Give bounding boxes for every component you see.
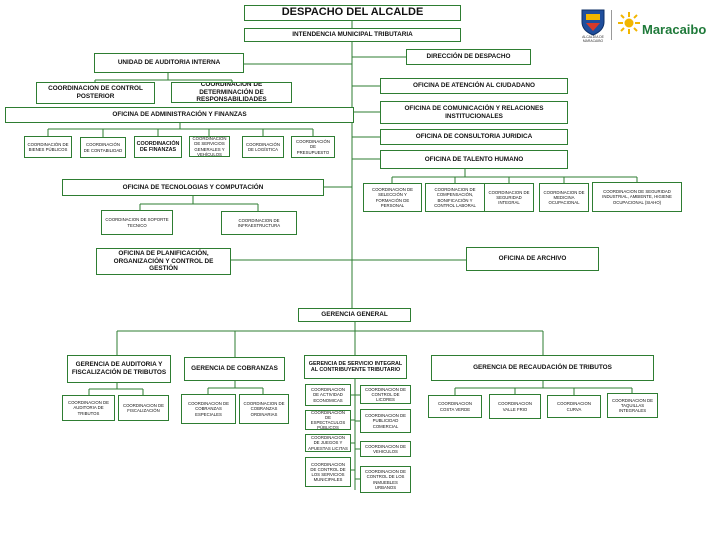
coord-cobranzas-ordinarias: COORDINACION DE COBRANZAS ORDINARIAS <box>239 394 289 424</box>
coord-bienes-publicos: COORDINACIÓN DE BIENES PÚBLICOS <box>24 136 72 158</box>
gerencia-servicio-integral: GERENCIA DE SERVICIO INTEGRAL AL CONTRIB… <box>304 355 407 379</box>
coord-costa-verde: COORDINACION COSTA VERDE <box>428 395 482 418</box>
coord-seleccion-formacion: COORDINACION DE SELECCIÓN Y FORMACIÓN DE… <box>363 183 422 212</box>
oficina-talento-humano: OFICINA DE TALENTO HUMANO <box>380 150 568 169</box>
coord-control-licores: COORDINACION DE CONTROL DE LICORES <box>360 385 411 404</box>
coord-taquillas-integrales: COORDINACION DE TAQUILLAS INTEGRALES <box>607 393 658 418</box>
alcaldia-shield-logo <box>581 9 605 36</box>
alcaldia-caption: ALCALDÍA DE MARACAIBO <box>582 35 604 43</box>
coord-presupuesto: COORDINACIÓN DE PRESUPUESTO <box>291 136 335 158</box>
oficina-atencion-ciudadano: OFICINA DE ATENCIÓN AL CIUDADANO <box>380 78 568 94</box>
oficina-administracion-finanzas: OFICINA DE ADMINISTRACIÓN Y FINANZAS <box>5 107 354 123</box>
intendencia-municipal: INTENDENCIA MUNICIPAL TRIBUTARIA <box>244 28 461 42</box>
logo-divider <box>611 10 612 40</box>
coord-siaho: COORDINACION DE SEGURIDAD INDUSTRIAL, AM… <box>592 182 682 212</box>
despacho-alcalde: DESPACHO DEL ALCALDE <box>244 5 461 21</box>
gerencia-auditoria-fiscalizacion: GERENCIA DE AUDITORIA Y FISCALIZACIÓN DE… <box>67 355 171 383</box>
coord-servicios-municipales: COORDINACION DE CONTROL DE LOS SERVICIOS… <box>305 457 351 487</box>
coord-inmuebles-urbanos: COORDINACION DE CONTROL DE LOS INMUEBLES… <box>360 466 411 493</box>
coord-actividad-economicas: COORDINACION DE ACTIVIDAD ECONOMICAS <box>305 384 351 406</box>
coord-espectaculos-publicos: COORDINACION DE ESPECTACULOS PÚBLICOS <box>305 410 351 430</box>
coord-servicios-generales: COORDINACIÓN DE SERVICIOS GENERALES Y VE… <box>189 136 230 157</box>
oficina-comunicacion: OFICINA DE COMUNICACIÓN Y RELACIONES INS… <box>380 101 568 124</box>
coord-control-posterior: COORDINACION DE CONTROL POSTERIOR <box>36 82 155 104</box>
gerencia-general: GERENCIA GENERAL <box>298 308 411 322</box>
coord-compensacion: COORDINACION DE COMPENSACIÓN, BONIFICACI… <box>425 183 485 212</box>
coord-finanzas: COORDINACIÓN DE FINANZAS <box>134 136 182 158</box>
oficina-tecnologias: OFICINA DE TECNOLOGIAS Y COMPUTACIÓN <box>62 179 324 196</box>
coord-auditoria-tributos: COORDINACION DE AUDITORIA DE TRIBUTOS <box>62 395 115 421</box>
direccion-despacho: DIRECCIÓN DE DESPACHO <box>406 49 531 65</box>
coord-valle-frio: COORDINACION VALLE FRIO <box>489 394 541 419</box>
sun-icon <box>618 12 640 34</box>
coord-determinacion-responsabilidades: COORDINACION DE DETERMINACIÓN DE RESPONS… <box>171 82 292 103</box>
coord-cobranzas-especiales: COORDINACION DE COBRANZAS ESPECIALES <box>181 394 236 424</box>
oficina-consultoria-juridica: OFICINA DE CONSULTORIA JURIDICA <box>380 129 568 145</box>
gerencia-cobranzas: GERENCIA DE COBRANZAS <box>184 357 285 381</box>
coord-soporte-tecnico: COORDINACION DE SOPORTE TECNICO <box>101 210 173 235</box>
coord-publicidad-comercial: COORDINACION DE PUBLICIDAD COMERCIAL <box>360 409 411 433</box>
oficina-archivo: OFICINA DE ARCHIVO <box>466 247 599 271</box>
unidad-auditoria-interna: UNIDAD DE AUDITORIA INTERNA <box>94 53 244 73</box>
oficina-planificacion: OFICINA DE PLANIFICACIÓN, ORGANIZACIÓN Y… <box>96 248 231 275</box>
coord-logistica: COORDINACIÓN DE LOGÍSTICA <box>242 136 284 158</box>
coord-juegos-apuestas: COORDINACION DE JUEGOS Y APUESTAS LICITA… <box>305 434 351 452</box>
coord-fiscalizacion: COORDINACION DE FISCALIZACIÓN <box>118 395 169 421</box>
maracaibo-wordmark: Maracaibo <box>642 22 707 37</box>
coord-seguridad-integral: COORDINACION DE SEGURIDAD INTEGRAL <box>484 183 534 212</box>
coord-medicina-ocupacional: COORDINACION DE MEDICINA OCUPACIONAL <box>539 183 589 212</box>
coord-vehiculos: COORDINACION DE VEHICULOS <box>360 441 411 457</box>
coord-curva: COORDINACION CURVA <box>547 395 601 418</box>
coord-contabilidad: COORDINACIÓN DE CONTABILIDAD <box>80 137 126 158</box>
gerencia-recaudacion: GERENCIA DE RECAUDACIÓN DE TRIBUTOS <box>431 355 654 381</box>
coord-infraestructura: COORDINACION DE INFRAESTRUCTURA <box>221 211 297 235</box>
